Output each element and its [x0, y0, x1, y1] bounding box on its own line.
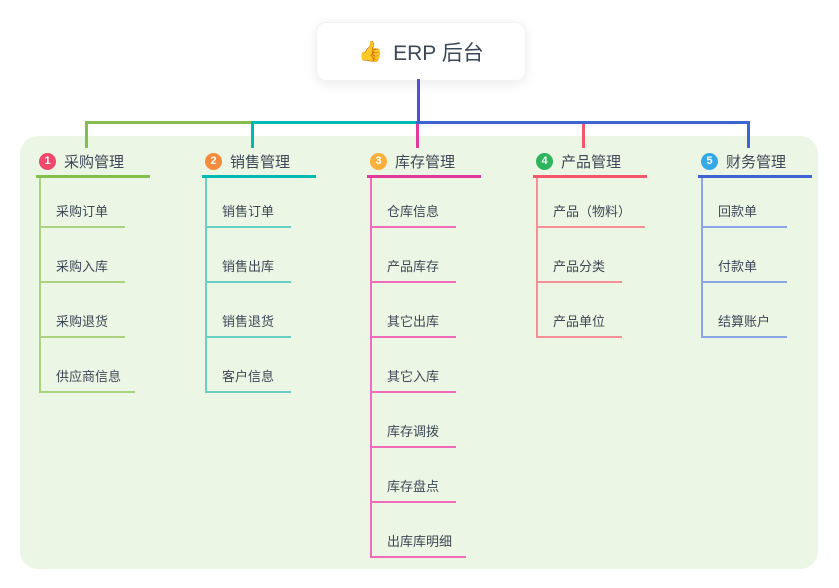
child-node[interactable]: 库存调拨 — [372, 393, 456, 448]
branch-header[interactable]: 2 销售管理 — [202, 147, 316, 178]
bus-segment — [416, 121, 750, 124]
branch-number-badge: 3 — [370, 152, 387, 170]
branch-children: 销售订单销售出库销售退货客户信息 — [205, 178, 291, 393]
branch-number-badge: 4 — [536, 152, 553, 170]
branch-2: 2 销售管理销售订单销售出库销售退货客户信息 — [202, 147, 316, 393]
branch-label: 财务管理 — [726, 153, 787, 171]
child-node[interactable]: 仓库信息 — [372, 178, 456, 228]
branch-header[interactable]: 1 采购管理 — [36, 147, 150, 178]
branch-number-badge: 2 — [205, 152, 222, 170]
branch-number-badge: 1 — [39, 152, 56, 170]
branch-label: 库存管理 — [395, 153, 456, 171]
child-node[interactable]: 供应商信息 — [41, 338, 136, 393]
root-node-title: ERP 后台 — [393, 41, 484, 65]
branch-5: 5 财务管理回款单付款单结算账户 — [698, 147, 812, 338]
branch-children: 产品（物料）产品分类产品单位 — [536, 178, 646, 338]
branch-children: 回款单付款单结算账户 — [701, 178, 787, 338]
child-node[interactable]: 产品分类 — [538, 228, 622, 283]
branch-label: 销售管理 — [230, 153, 291, 171]
child-node[interactable]: 采购入库 — [41, 228, 125, 283]
branch-header[interactable]: 4 产品管理 — [533, 147, 647, 178]
child-node[interactable]: 其它入库 — [372, 338, 456, 393]
branch-header[interactable]: 5 财务管理 — [698, 147, 812, 178]
child-node[interactable]: 结算账户 — [703, 283, 787, 338]
child-node[interactable]: 付款单 — [703, 228, 787, 283]
child-node[interactable]: 出库库明细 — [372, 503, 467, 558]
branch-header[interactable]: 3 库存管理 — [367, 147, 481, 178]
mindmap-background-panel — [20, 136, 818, 569]
branch-children: 仓库信息产品库存其它出库其它入库库存调拨库存盘点出库库明细 — [370, 178, 467, 558]
branch-label: 产品管理 — [561, 153, 622, 171]
branch-connector-vertical — [85, 121, 88, 148]
root-connector-vertical — [417, 79, 420, 124]
bus-segment — [85, 121, 254, 124]
child-node[interactable]: 客户信息 — [207, 338, 291, 393]
child-node[interactable]: 回款单 — [703, 178, 787, 228]
branch-connector-vertical — [747, 121, 750, 148]
branch-number-badge: 5 — [701, 152, 718, 170]
child-node[interactable]: 产品（物料） — [538, 178, 646, 228]
child-node[interactable]: 采购退货 — [41, 283, 125, 338]
child-node[interactable]: 销售出库 — [207, 228, 291, 283]
child-node[interactable]: 销售订单 — [207, 178, 291, 228]
branch-label: 采购管理 — [64, 153, 125, 171]
branch-connector-vertical — [251, 121, 254, 148]
branch-3: 3 库存管理仓库信息产品库存其它出库其它入库库存调拨库存盘点出库库明细 — [367, 147, 481, 558]
child-node[interactable]: 产品单位 — [538, 283, 622, 338]
root-node[interactable]: 👍 ERP 后台 — [316, 22, 526, 81]
child-node[interactable]: 库存盘点 — [372, 448, 456, 503]
child-node[interactable]: 采购订单 — [41, 178, 125, 228]
branch-connector-vertical — [582, 121, 585, 148]
child-node[interactable]: 其它出库 — [372, 283, 456, 338]
bus-segment — [251, 121, 419, 124]
child-node[interactable]: 产品库存 — [372, 228, 456, 283]
branch-connector-vertical — [416, 121, 419, 148]
branch-4: 4 产品管理产品（物料）产品分类产品单位 — [533, 147, 647, 338]
branch-children: 采购订单采购入库采购退货供应商信息 — [39, 178, 136, 393]
branch-1: 1 采购管理采购订单采购入库采购退货供应商信息 — [36, 147, 150, 393]
child-node[interactable]: 销售退货 — [207, 283, 291, 338]
thumbs-up-icon: 👍 — [358, 41, 384, 63]
